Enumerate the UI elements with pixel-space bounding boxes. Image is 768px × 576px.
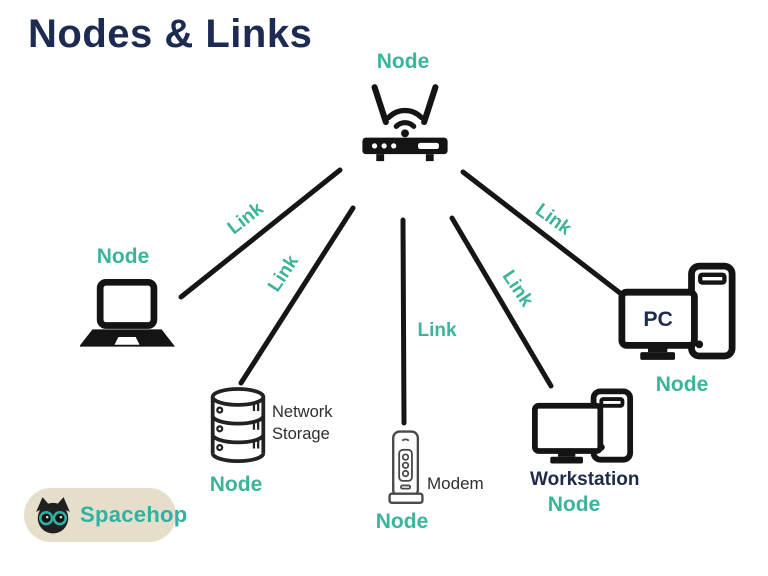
node-label-router: Node (376, 50, 430, 73)
page-title: Nodes & Links (28, 12, 313, 56)
link-label-modem: Link (417, 320, 457, 341)
link-line-router-workstation (449, 215, 554, 389)
network-storage-icon (210, 387, 266, 464)
link-line-router-pc (460, 169, 623, 296)
modem-device-label: Modem (427, 474, 484, 493)
node-label-storage: Node (209, 473, 263, 496)
workstation-device-label: Workstation (530, 469, 640, 490)
link-line-router-storage (238, 205, 356, 386)
spacehop-logo-badge: Spacehop (24, 488, 187, 542)
desktop-pc-icon: PC (618, 262, 736, 360)
node-label-pc: Node (655, 373, 709, 396)
wireless-router-icon (362, 84, 448, 162)
spacehop-logo-text: Spacehop (80, 502, 188, 527)
node-label-workstation: Node (547, 493, 601, 516)
modem-icon (388, 430, 424, 504)
storage-device-label: Network Storage (272, 403, 333, 443)
spacehop-owl-icon (36, 497, 70, 534)
link-line-router-laptop (178, 167, 343, 300)
node-label-modem: Node (375, 510, 429, 533)
workstation-icon (532, 388, 634, 464)
laptop-icon (80, 278, 176, 347)
node-label-laptop: Node (96, 245, 150, 268)
link-line-router-modem (400, 217, 407, 426)
pc-screen-label: PC (643, 307, 673, 331)
